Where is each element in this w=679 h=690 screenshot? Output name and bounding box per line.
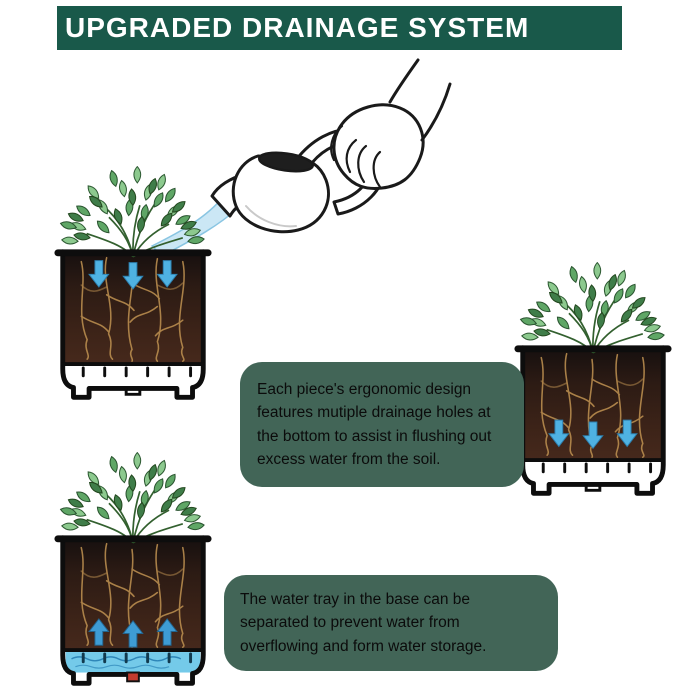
plant — [60, 453, 205, 543]
water-flow-arrows-up — [88, 618, 178, 648]
plant — [60, 167, 205, 257]
watering-can-illustration — [137, 58, 452, 268]
hand — [330, 58, 452, 190]
drain-plug — [126, 671, 140, 683]
callout-water-tray: The water tray in the base can be separa… — [224, 575, 558, 671]
pot-soak-illustration — [50, 166, 216, 408]
drainage-holes — [81, 366, 193, 378]
drainage-holes — [541, 462, 653, 474]
callout-water-tray-text: The water tray in the base can be separa… — [240, 591, 487, 655]
water-tray — [65, 652, 201, 673]
base-notch — [584, 483, 602, 492]
callout-drainage-holes-text: Each piece's ergonomic design features m… — [257, 381, 492, 468]
plant — [520, 263, 665, 353]
header-banner: UPGRADED DRAINAGE SYSTEM — [57, 6, 622, 50]
base-notch — [124, 387, 142, 396]
watering-can-body — [210, 128, 386, 234]
callout-drainage-holes: Each piece's ergonomic design features m… — [240, 362, 524, 487]
page-title: UPGRADED DRAINAGE SYSTEM — [65, 12, 530, 43]
pot-drain-illustration — [510, 262, 676, 504]
pot-storage-illustration — [50, 452, 216, 690]
